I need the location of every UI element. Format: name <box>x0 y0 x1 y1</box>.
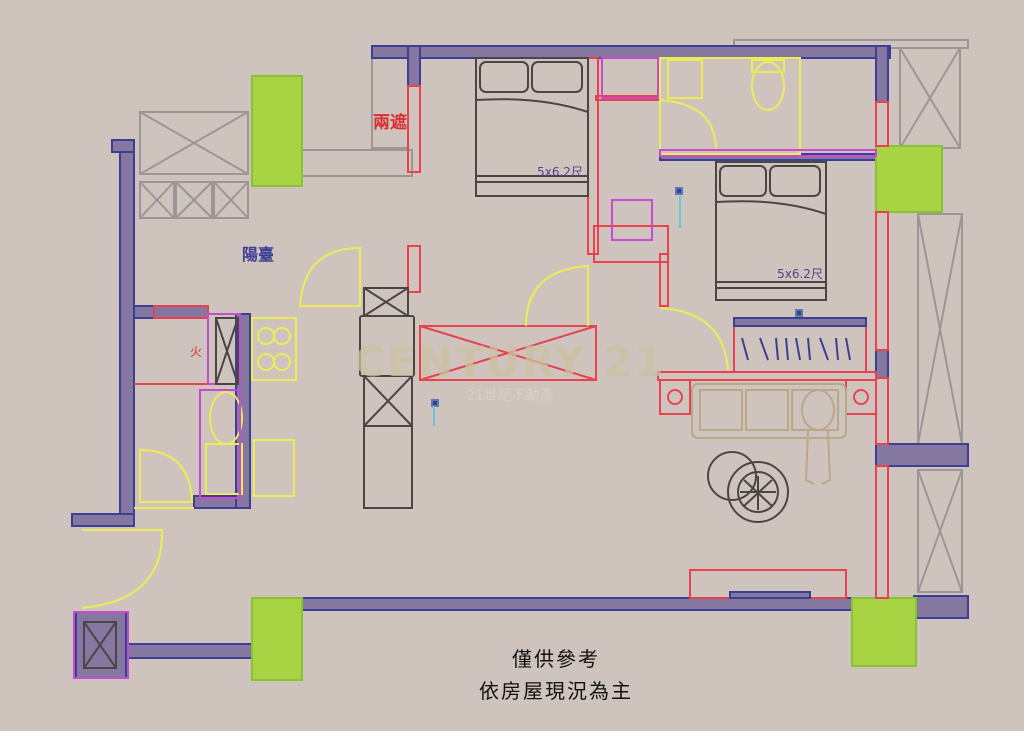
balcony-rail-3 <box>213 181 249 219</box>
watermark-brand: CENTURY 21 <box>355 337 666 386</box>
kitchen-sink <box>253 439 295 497</box>
bed-size-label-1: 5x6.2尺 <box>537 165 583 179</box>
wardrobe-1 <box>419 325 597 381</box>
fire-mark: 火 <box>190 345 202 359</box>
balcony-rail-1 <box>139 181 175 219</box>
footer-line-1: 僅供參考 <box>512 647 600 671</box>
fixtures <box>81 57 801 609</box>
bed-1 <box>475 57 589 197</box>
top-wall <box>371 45 891 59</box>
bed-2 <box>715 161 827 301</box>
left-outer-wall <box>119 139 135 527</box>
toilet-top <box>751 61 785 111</box>
columns <box>251 75 943 681</box>
wardrobe-2 <box>733 325 867 373</box>
bath-sink <box>667 59 703 99</box>
column-bottom-right <box>851 597 917 667</box>
stove <box>251 317 297 381</box>
side-table-right <box>845 379 877 415</box>
door-swing-entry <box>81 529 164 609</box>
side-table-left <box>659 379 691 415</box>
bottom-wall <box>299 597 853 611</box>
door-swing-bedroom <box>525 264 589 327</box>
watermark-subtitle: 21世紀不動產 <box>466 387 554 404</box>
door-swing-bedroom2 <box>659 307 729 371</box>
sofa <box>691 383 847 485</box>
bedroom-divider <box>587 57 599 255</box>
desk <box>593 225 669 263</box>
furniture <box>83 57 827 669</box>
column-top-left <box>251 75 303 187</box>
column-bottom-left <box>251 597 303 681</box>
round-table <box>727 461 789 523</box>
ac-ledge-frame <box>139 111 249 175</box>
door-swing-bath <box>659 99 717 151</box>
footer-line-2: 依房屋現況為主 <box>479 679 633 703</box>
balcony-label: 陽臺 <box>242 245 274 264</box>
door-swing-balcony <box>298 246 361 307</box>
bed-size-label-2: 5x6.2尺 <box>777 267 823 281</box>
rain-shelter-label: 兩遮 <box>373 112 407 133</box>
cabinet-island <box>363 375 413 509</box>
balcony-rail-2 <box>175 181 213 219</box>
column-right-top <box>875 145 943 213</box>
door-swing-bath2 <box>139 448 194 503</box>
